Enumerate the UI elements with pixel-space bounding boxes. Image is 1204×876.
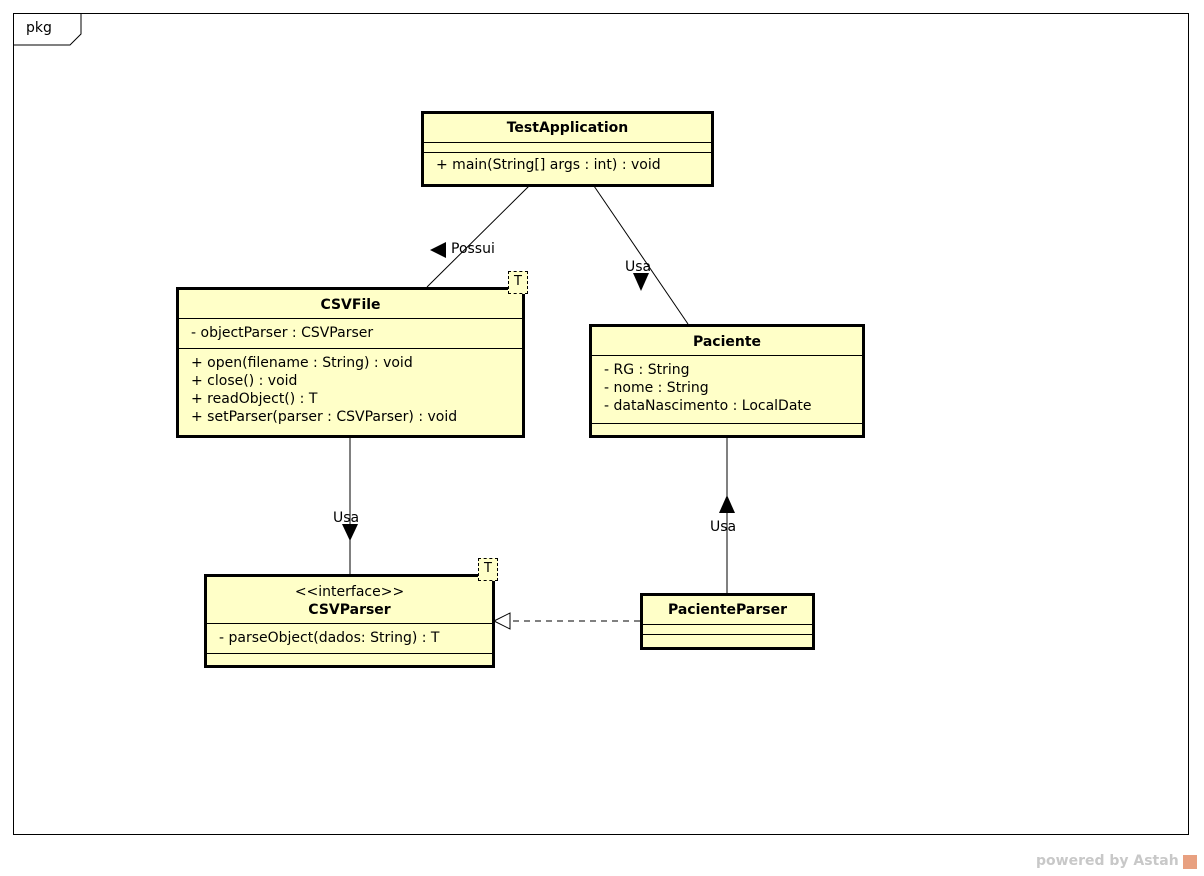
class-csv-file[interactable]: CSVFile - objectParser : CSVParser + ope…	[176, 287, 525, 438]
class-name: Paciente	[692, 334, 762, 350]
class-name: CSVParser	[308, 602, 391, 618]
class-name: PacienteParser	[667, 602, 788, 618]
attribute: - RG : String	[604, 362, 690, 378]
interface-csv-parser[interactable]: <<interface>> CSVParser - parseObject(da…	[204, 574, 495, 668]
usa-paciente-direction-arrow	[633, 273, 649, 291]
operations-compartment: + open(filename : String) : void + close…	[179, 348, 522, 426]
watermark: powered by Astah	[1036, 853, 1179, 869]
template-parameter: T	[478, 558, 498, 581]
astah-logo-icon	[1183, 855, 1197, 869]
usa-csvparser-direction-arrow	[342, 524, 358, 541]
operation: - parseObject(dados: String) : T	[219, 630, 440, 646]
operations-compartment	[643, 634, 812, 635]
operations-compartment: + main(String[] args : int) : void	[424, 152, 711, 174]
usa-parser-paciente-label: Usa	[710, 519, 737, 535]
attribute: - nome : String	[604, 380, 709, 396]
operations-compartment: - parseObject(dados: String) : T	[207, 623, 492, 653]
class-name: TestApplication	[506, 120, 629, 136]
package-tab-outline	[13, 13, 82, 46]
operation: + close() : void	[191, 373, 298, 389]
operations-compartment	[592, 423, 862, 424]
realization-arrowhead	[492, 612, 511, 630]
attributes-compartment	[643, 624, 812, 634]
operation: + setParser(parser : CSVParser) : void	[191, 409, 458, 425]
class-name: CSVFile	[320, 297, 381, 313]
attributes-compartment	[424, 142, 711, 152]
class-test-application[interactable]: TestApplication + main(String[] args : i…	[421, 111, 714, 187]
usa-csvparser-label: Usa	[333, 510, 360, 526]
possui-label: Possui	[451, 241, 495, 257]
package-label: pkg	[26, 20, 52, 36]
class-paciente-parser[interactable]: PacienteParser	[640, 593, 815, 650]
attributes-compartment: - RG : String - nome : String - dataNasc…	[592, 355, 862, 423]
possui-direction-arrow	[430, 242, 446, 258]
package-frame	[13, 13, 1189, 835]
template-parameter: T	[508, 271, 528, 294]
empty-compartment	[207, 653, 492, 654]
attributes-compartment: - objectParser : CSVParser	[179, 318, 522, 348]
stereotype: <<interface>>	[294, 584, 405, 600]
possui-association-line	[426, 185, 530, 288]
usa-paciente-association-line	[593, 185, 689, 325]
usa-paciente-label: Usa	[625, 259, 652, 275]
operation: + open(filename : String) : void	[191, 355, 413, 371]
attribute: - dataNascimento : LocalDate	[604, 398, 812, 414]
operation: + main(String[] args : int) : void	[436, 157, 661, 173]
operation: + readObject() : T	[191, 391, 318, 407]
usa-parser-paciente-direction-arrow	[719, 495, 735, 513]
attribute: - objectParser : CSVParser	[191, 325, 374, 341]
class-paciente[interactable]: Paciente - RG : String - nome : String -…	[589, 324, 865, 438]
